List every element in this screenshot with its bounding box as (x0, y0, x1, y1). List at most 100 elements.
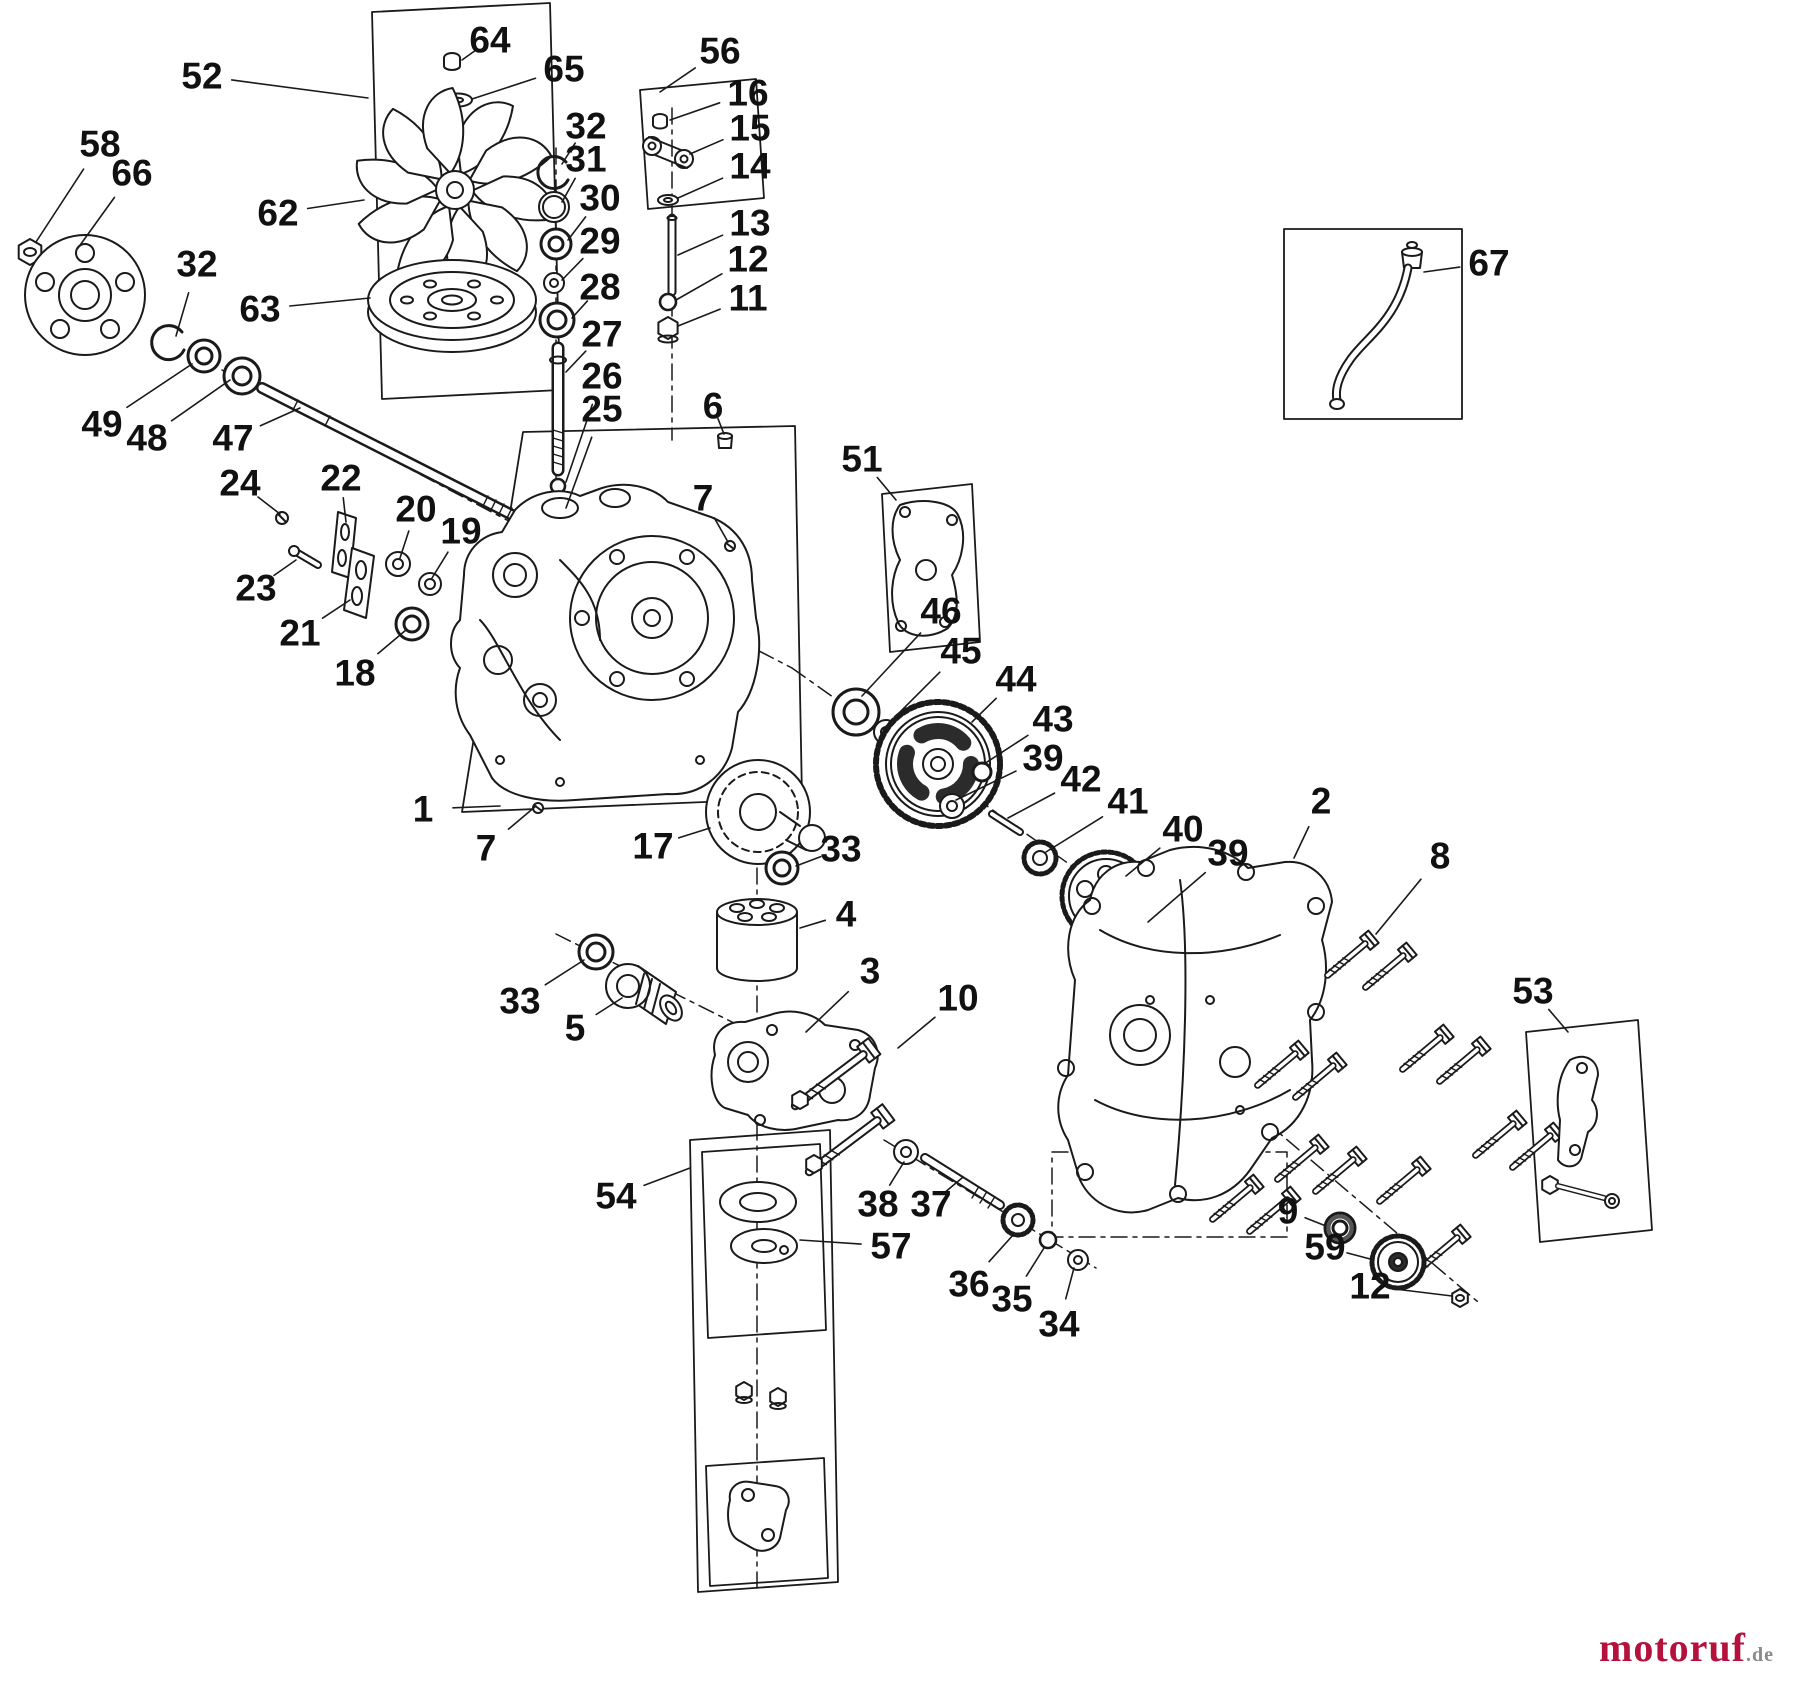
callout-37: 37 (910, 1177, 963, 1225)
callout-number: 10 (937, 978, 978, 1019)
callout-number: 59 (1304, 1227, 1345, 1268)
callout-13: 13 (677, 203, 771, 256)
part-3-center-section (710, 1010, 879, 1131)
callout-number: 1 (413, 789, 434, 830)
callout-6: 6 (703, 386, 725, 435)
callout-38: 38 (857, 1161, 905, 1225)
callout-number: 31 (565, 139, 606, 180)
callout-number: 21 (279, 613, 320, 654)
callout-58: 58 (35, 124, 121, 243)
callout-47: 47 (212, 407, 301, 459)
callout-23: 23 (235, 559, 297, 609)
callout-number: 33 (820, 829, 861, 870)
callout-53: 53 (1512, 971, 1569, 1033)
callout-number: 12 (727, 239, 768, 280)
part-13-pin (666, 213, 678, 297)
watermark-suffix: .de (1746, 1644, 1774, 1666)
callout-1: 1 (413, 789, 501, 830)
part-38-washer (893, 1139, 919, 1165)
callout-39: 39 (1147, 833, 1249, 923)
part-34-washer (1067, 1249, 1089, 1271)
part-1-housing (450, 483, 761, 802)
callout-29: 29 (561, 221, 621, 281)
part-14-washer (657, 194, 679, 206)
part-42-pin (988, 810, 1024, 836)
callout-33: 33 (499, 959, 585, 1022)
callout-12: 12 (1349, 1266, 1453, 1307)
callout-number: 33 (499, 981, 540, 1022)
callout-number: 58 (79, 124, 120, 165)
watermark: motoruf.de (1599, 1624, 1774, 1671)
part-11-nut (657, 316, 679, 344)
callout-number: 27 (581, 314, 622, 355)
panel-54 (689, 1129, 839, 1593)
part-32-snapring-top (536, 154, 570, 190)
callout-15: 15 (689, 108, 771, 155)
part-7-screw-top (724, 540, 736, 552)
callout-30: 30 (567, 178, 621, 241)
part-64-nut (443, 52, 461, 71)
callout-number: 38 (857, 1184, 898, 1225)
part-10-bolts (789, 1038, 894, 1180)
part-23-pin (288, 545, 322, 569)
callout-64: 64 (461, 20, 511, 61)
callout-18: 18 (334, 629, 407, 694)
callout-4: 4 (799, 894, 857, 935)
part-44-final-gear (873, 699, 1003, 829)
callout-number: 7 (693, 478, 714, 519)
callout-49: 49 (81, 363, 193, 445)
callout-14: 14 (677, 146, 771, 199)
callout-25: 25 (565, 389, 623, 509)
part-19-washer (418, 572, 442, 596)
part-33-bearing-a (764, 850, 800, 886)
callout-number: 52 (181, 56, 222, 97)
callout-39: 39 (955, 738, 1064, 801)
part-66-wheel-hub (24, 234, 146, 356)
callout-26: 26 (565, 356, 623, 483)
callout-number: 43 (1032, 699, 1073, 740)
callout-22: 22 (320, 458, 362, 523)
part-37-motor-shaft (920, 1153, 1005, 1210)
callout-number: 36 (948, 1264, 989, 1305)
part-46-bearing (831, 687, 881, 737)
callout-34: 34 (1038, 1267, 1080, 1345)
callout-66: 66 (77, 153, 153, 249)
part-36-pinion-gear (1000, 1202, 1036, 1238)
part-58-nut (17, 238, 43, 266)
part-31-ring (538, 191, 570, 223)
callout-number: 32 (565, 106, 606, 147)
part-12-ring-top (658, 292, 678, 312)
part-49-bearing (186, 338, 222, 374)
callout-41: 41 (1045, 781, 1149, 853)
callout-35: 35 (991, 1247, 1045, 1320)
callout-65: 65 (471, 49, 585, 100)
callout-number: 23 (235, 568, 276, 609)
callout-number: 25 (581, 389, 622, 430)
callout-number: 16 (727, 73, 768, 114)
panel-67 (1283, 228, 1463, 420)
panel-53 (1525, 1019, 1653, 1243)
callout-number: 35 (991, 1279, 1032, 1320)
part-62-fan (352, 83, 558, 297)
callout-number: 34 (1038, 1304, 1080, 1345)
callout-number: 47 (212, 418, 253, 459)
callout-10: 10 (897, 978, 979, 1049)
callout-17: 17 (632, 826, 711, 867)
callout-67: 67 (1423, 243, 1510, 284)
panel-54-inner-bottom (705, 1457, 829, 1587)
part-17-charge-pump (705, 759, 826, 865)
panel-boxes (371, 2, 1653, 1593)
callout-number: 12 (1349, 1266, 1390, 1307)
callout-59: 59 (1304, 1227, 1375, 1268)
part-4-cylinder-block (716, 898, 798, 982)
callout-number: 53 (1512, 971, 1553, 1012)
callout-40: 40 (1125, 809, 1204, 877)
callout-number: 63 (239, 289, 280, 330)
callout-number: 24 (219, 463, 261, 504)
callout-number: 51 (841, 439, 882, 480)
callout-57: 57 (799, 1226, 912, 1267)
part-41-pinion (1021, 839, 1059, 877)
callout-number: 7 (476, 828, 497, 869)
